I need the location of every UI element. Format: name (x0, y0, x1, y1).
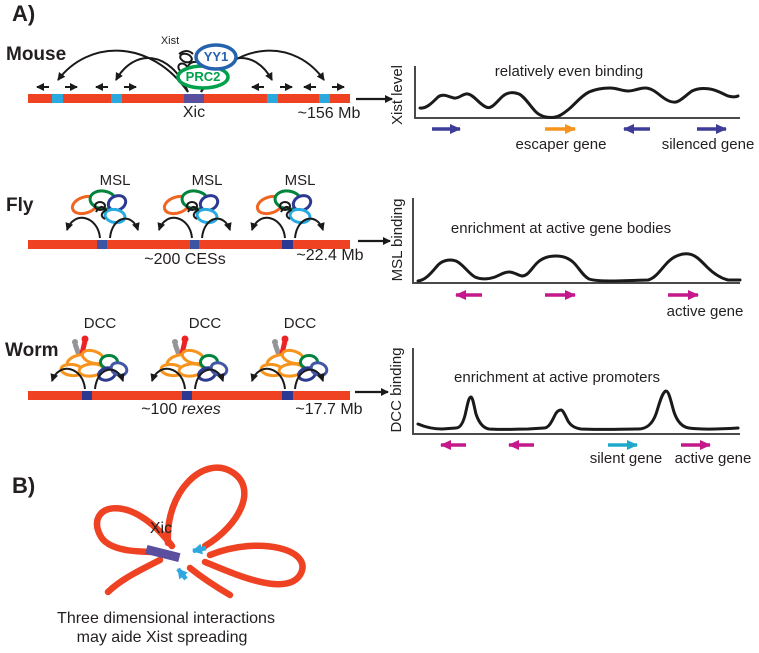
worm-sites-rexes: rexes (181, 401, 221, 418)
panel-b-caption-line2: may aide Xist spreading (76, 629, 248, 646)
msl-binding-plot (412, 198, 742, 300)
dcc-binding-plot (412, 348, 740, 450)
panel-b-xic-label: Xic (149, 520, 173, 537)
worm-label: Worm (5, 340, 59, 361)
fly-label: Fly (6, 195, 34, 216)
msl-complex (162, 189, 220, 225)
msl-complexes (70, 189, 313, 225)
dcc-label: DCC (83, 315, 117, 332)
fly-size-label: ~22.4 Mb (296, 247, 364, 264)
xist-label: Xist (160, 35, 180, 47)
escaper-gene-label: escaper gene (515, 136, 607, 153)
dcc-complex (159, 335, 229, 382)
dcc-binding-curve (416, 389, 740, 431)
panel-a-label: A) (12, 1, 36, 26)
worm-plot-ylabel: DCC binding (388, 347, 406, 433)
dcc-complex (259, 335, 329, 382)
yy1-label: YY1 (203, 49, 229, 65)
mouse-label: Mouse (6, 44, 67, 65)
silent-gene-label: silent gene (589, 450, 663, 467)
worm-size-label: ~17.7 Mb (295, 401, 363, 418)
panel-b-caption-line1: Three dimensional interactions (57, 610, 275, 627)
panel-b-label: B) (12, 473, 36, 498)
dcc-complexes (59, 335, 329, 382)
msl-complex (70, 189, 128, 225)
msl-label: MSL (284, 172, 316, 189)
worm-plot-title: enrichment at active promoters (454, 369, 660, 386)
fly-plot-title: enrichment at active gene bodies (450, 220, 672, 237)
dcc-spreading-arcs (50, 367, 325, 390)
xist-binding-curve (418, 86, 740, 120)
worm-sites-label: ~100 rexes (141, 401, 221, 419)
yy1-oval (194, 43, 238, 71)
xic-label: Xic (182, 104, 206, 121)
mouse-size-label: ~156 Mb (297, 105, 361, 122)
panel-b-contact-arrows (176, 543, 207, 581)
dcc-label: DCC (188, 315, 222, 332)
3d-chromosome-loops (93, 464, 306, 599)
msl-label: MSL (99, 172, 131, 189)
active-gene-label: active gene (666, 303, 744, 320)
mouse-plot-ylabel: Xist level (389, 64, 407, 126)
worm-chromosome-bar (28, 391, 350, 400)
msl-binding-curve (416, 252, 742, 283)
xist-level-plot (414, 66, 740, 134)
prc2-label: PRC2 (185, 69, 221, 85)
fly-sites-label: ~200 CESs (144, 251, 226, 268)
msl-spreading-arcs (65, 216, 325, 239)
dcc-label: DCC (283, 315, 317, 332)
silenced-gene-label: silenced gene (661, 136, 755, 153)
fly-chromosome-bar (28, 240, 350, 249)
msl-label: MSL (191, 172, 223, 189)
active-gene-label: active gene (674, 450, 752, 467)
fly-plot-ylabel: MSL binding (389, 198, 407, 282)
panel-b-xic-segment (145, 545, 181, 562)
dcc-complex (59, 335, 129, 382)
worm-sites-prefix: ~100 (141, 401, 182, 418)
mouse-plot-title: relatively even binding (494, 63, 644, 80)
mouse-chromosome-bar (28, 94, 350, 103)
